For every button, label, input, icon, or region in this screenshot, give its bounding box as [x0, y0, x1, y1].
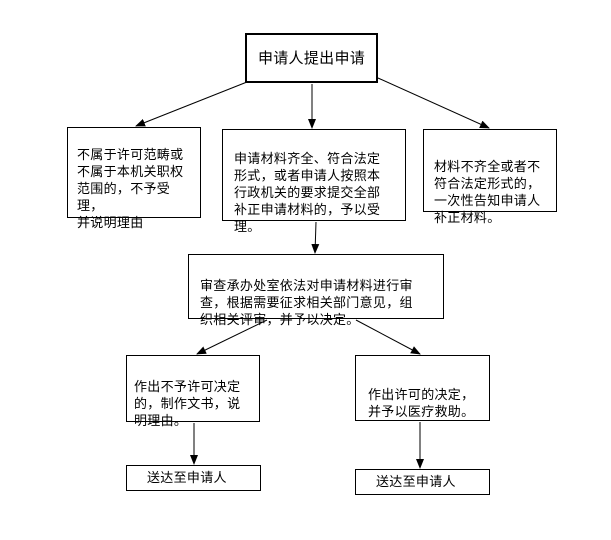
node-deliver-deny: 送达至申请人	[126, 465, 261, 491]
arrow-accepted-to-review	[311, 221, 320, 254]
node-review: 审查承办处室依法对申请材料进行审 查，根据需要征求相关部门意见，组 织相关评审，…	[188, 254, 444, 328]
node-grant-label: 作出许可的决定， 并予以医疗救助。	[368, 388, 475, 420]
node-start-application: 申请人提出申请	[245, 33, 378, 83]
arrow-start-to-not-accepted	[135, 81, 248, 127]
arrow-review-to-grant	[355, 319, 421, 355]
node-not-accepted-label: 不属于许可范畴或 不属于本机关职权 范围的，不予受理， 并说明理由	[77, 148, 184, 231]
node-start-label: 申请人提出申请	[257, 48, 366, 67]
arrow-review-to-deny	[196, 319, 268, 355]
node-accepted: 申请材料齐全、符合法定 形式，或者申请人按照本 行政机关的要求提交全部 补正申请…	[222, 129, 406, 235]
node-grant-decision: 作出许可的决定， 并予以医疗救助。	[355, 355, 490, 421]
node-deny-decision: 作出不予许可决定 的，制作文书，说 明理由。	[126, 355, 260, 429]
node-deliver-grant-label: 送达至申请人	[376, 474, 456, 490]
node-supplement-materials: 材料不齐全或者不 符合法定形式的， 一次性告知申请人 补正材料。	[423, 129, 557, 226]
node-deliver-grant: 送达至申请人	[355, 469, 490, 495]
node-deny-label: 作出不予许可决定 的，制作文书，说 明理由。	[134, 380, 241, 429]
node-accepted-label: 申请材料齐全、符合法定 形式，或者申请人按照本 行政机关的要求提交全部 补正申请…	[234, 152, 381, 235]
node-not-accepted: 不属于许可范畴或 不属于本机关职权 范围的，不予受理， 并说明理由	[67, 127, 201, 231]
arrow-start-to-supplement	[377, 77, 490, 129]
node-deliver-deny-label: 送达至申请人	[147, 470, 227, 486]
node-supplement-label: 材料不齐全或者不 符合法定形式的， 一次性告知申请人 补正材料。	[434, 160, 541, 226]
node-review-label: 审查承办处室依法对申请材料进行审 查，根据需要征求相关部门意见，组 织相关评审，…	[200, 279, 413, 328]
